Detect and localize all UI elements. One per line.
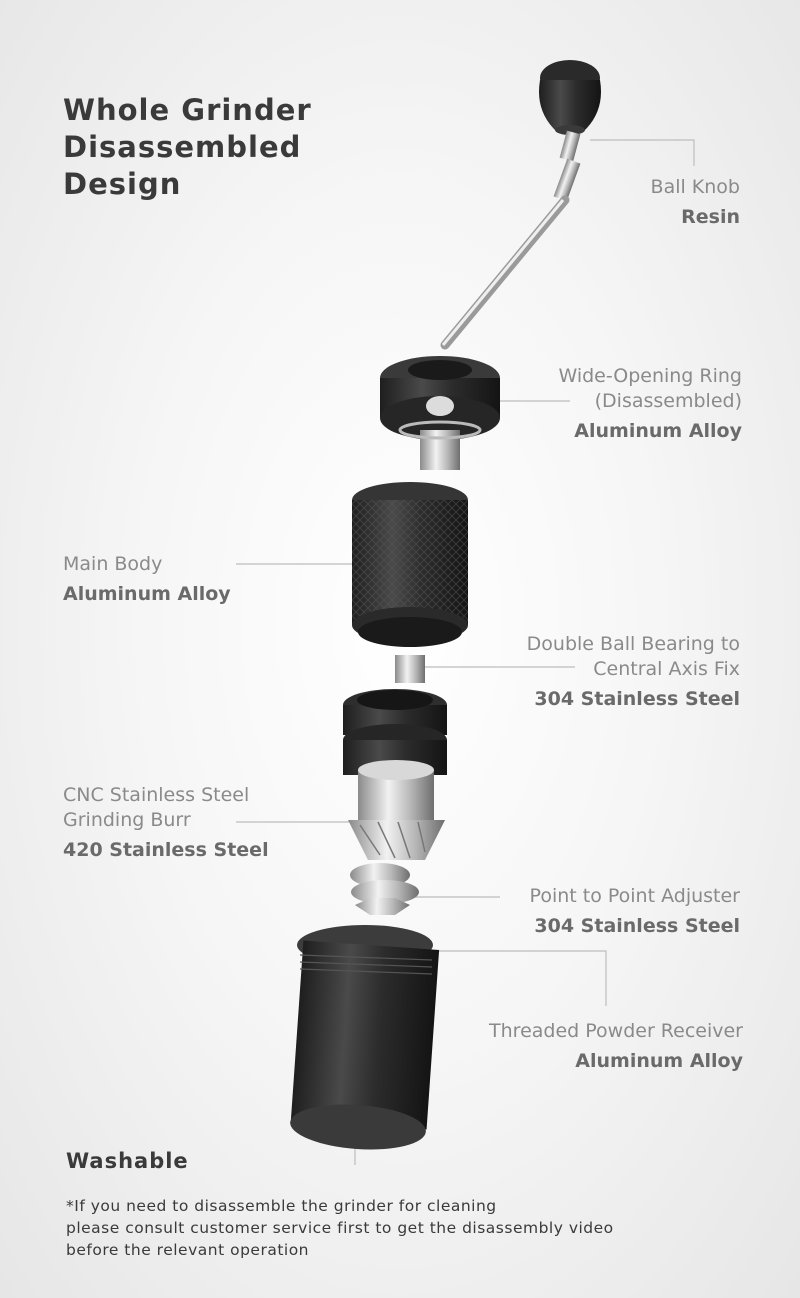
ball-knob-part xyxy=(539,60,601,202)
page-title: Whole Grinder Disassembled Design xyxy=(63,93,312,201)
crank-arm-part xyxy=(440,195,570,350)
disassembly-note: *If you need to disassemble the grinder … xyxy=(66,1197,614,1259)
powder-receiver-part xyxy=(290,925,440,1150)
ring-label: Wide-Opening Ring (Disassembled) Aluminu… xyxy=(558,365,742,442)
main-body-label: Main Body Aluminum Alloy xyxy=(63,553,231,605)
washable-heading: Washable xyxy=(66,1149,189,1173)
receiver-label: Threaded Powder Receiver Aluminum Alloy xyxy=(489,1020,743,1072)
grinding-burr-part xyxy=(348,760,445,860)
bearing-label: Double Ball Bearing to Central Axis Fix … xyxy=(526,633,740,710)
ball-knob-label: Ball Knob Resin xyxy=(650,176,740,228)
adjuster-label: Point to Point Adjuster 304 Stainless St… xyxy=(529,885,740,937)
burr-label: CNC Stainless Steel Grinding Burr 420 St… xyxy=(63,784,269,861)
bearing-rings-part xyxy=(343,689,447,775)
wide-opening-ring-part xyxy=(380,356,500,470)
point-adjuster-part xyxy=(350,863,419,915)
main-body-part xyxy=(352,482,468,683)
